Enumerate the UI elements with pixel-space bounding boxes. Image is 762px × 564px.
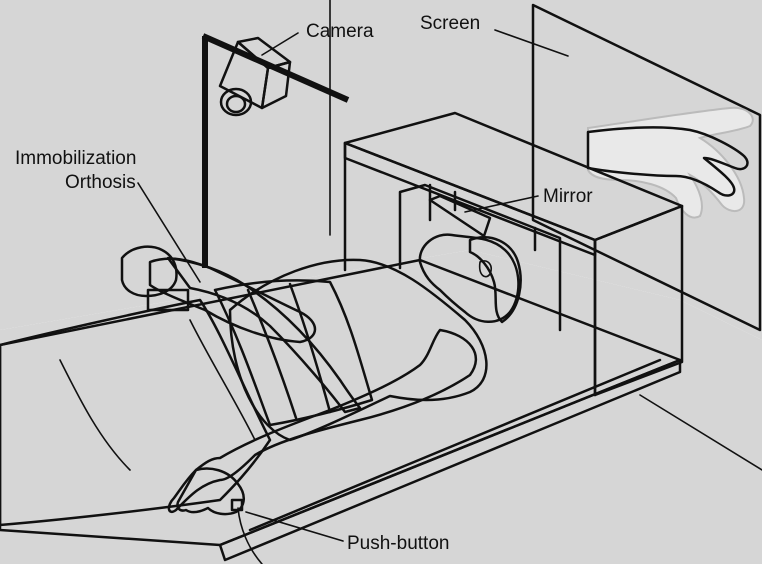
patient-upper-hand xyxy=(120,245,178,298)
orthosis-belt-line-2 xyxy=(288,282,332,414)
camera xyxy=(218,36,292,117)
patient-lower-arm xyxy=(167,328,477,514)
label-mirror: Mirror xyxy=(543,186,593,207)
scanner-bed xyxy=(0,258,682,562)
push-button-cable xyxy=(237,507,263,564)
head-coil xyxy=(343,111,684,397)
label-push-button: Push-button xyxy=(347,533,449,554)
push-button-device xyxy=(230,498,244,512)
patient-shirt xyxy=(228,258,488,442)
screen xyxy=(531,3,762,332)
label-orthosis-line2: Orthosis xyxy=(65,172,136,193)
back-wall xyxy=(0,0,762,340)
sheet-fold-1 xyxy=(59,359,131,471)
camera-lens xyxy=(219,87,253,117)
patient-lower-hand xyxy=(176,467,245,516)
label-screen: Screen xyxy=(420,13,480,34)
push-button xyxy=(230,498,263,564)
reflected-hand-main xyxy=(586,126,749,197)
floor xyxy=(0,250,762,564)
sheet-fold-2 xyxy=(189,319,256,441)
leader-screen xyxy=(494,29,569,57)
leader-lines xyxy=(137,29,569,542)
camera-front xyxy=(218,40,270,110)
bed-edge xyxy=(218,358,682,562)
camera-stand xyxy=(201,33,350,268)
patient-ear xyxy=(478,260,493,278)
label-camera: Camera xyxy=(306,21,374,42)
orthosis-belt-line-1 xyxy=(246,288,298,420)
bed-sheet xyxy=(0,298,272,527)
labels: Camera Screen Immobilization Orthosis Mi… xyxy=(15,13,593,554)
leader-orthosis xyxy=(137,182,201,283)
camera-lens-inner xyxy=(225,94,247,114)
patient-head xyxy=(418,233,520,323)
bed-edge-line xyxy=(248,358,662,532)
mirror xyxy=(428,194,492,238)
patient-hair xyxy=(468,235,522,324)
coil-inner-frame xyxy=(398,183,562,332)
reflected-hand xyxy=(586,106,754,219)
mirror-plate xyxy=(428,194,492,238)
orthosis-wrist-cuff xyxy=(146,288,190,312)
screen-panel xyxy=(531,3,762,332)
reflected-hand-ghost xyxy=(587,106,754,219)
immobilization-orthosis xyxy=(146,256,374,427)
label-orthosis-line1: Immobilization xyxy=(15,148,136,169)
leader-mirror xyxy=(464,195,539,213)
stand-arm xyxy=(201,33,350,103)
leader-push-button xyxy=(245,511,344,542)
floor-edge-line xyxy=(639,394,762,471)
leader-camera xyxy=(261,32,299,56)
orthosis-belt xyxy=(213,279,374,427)
